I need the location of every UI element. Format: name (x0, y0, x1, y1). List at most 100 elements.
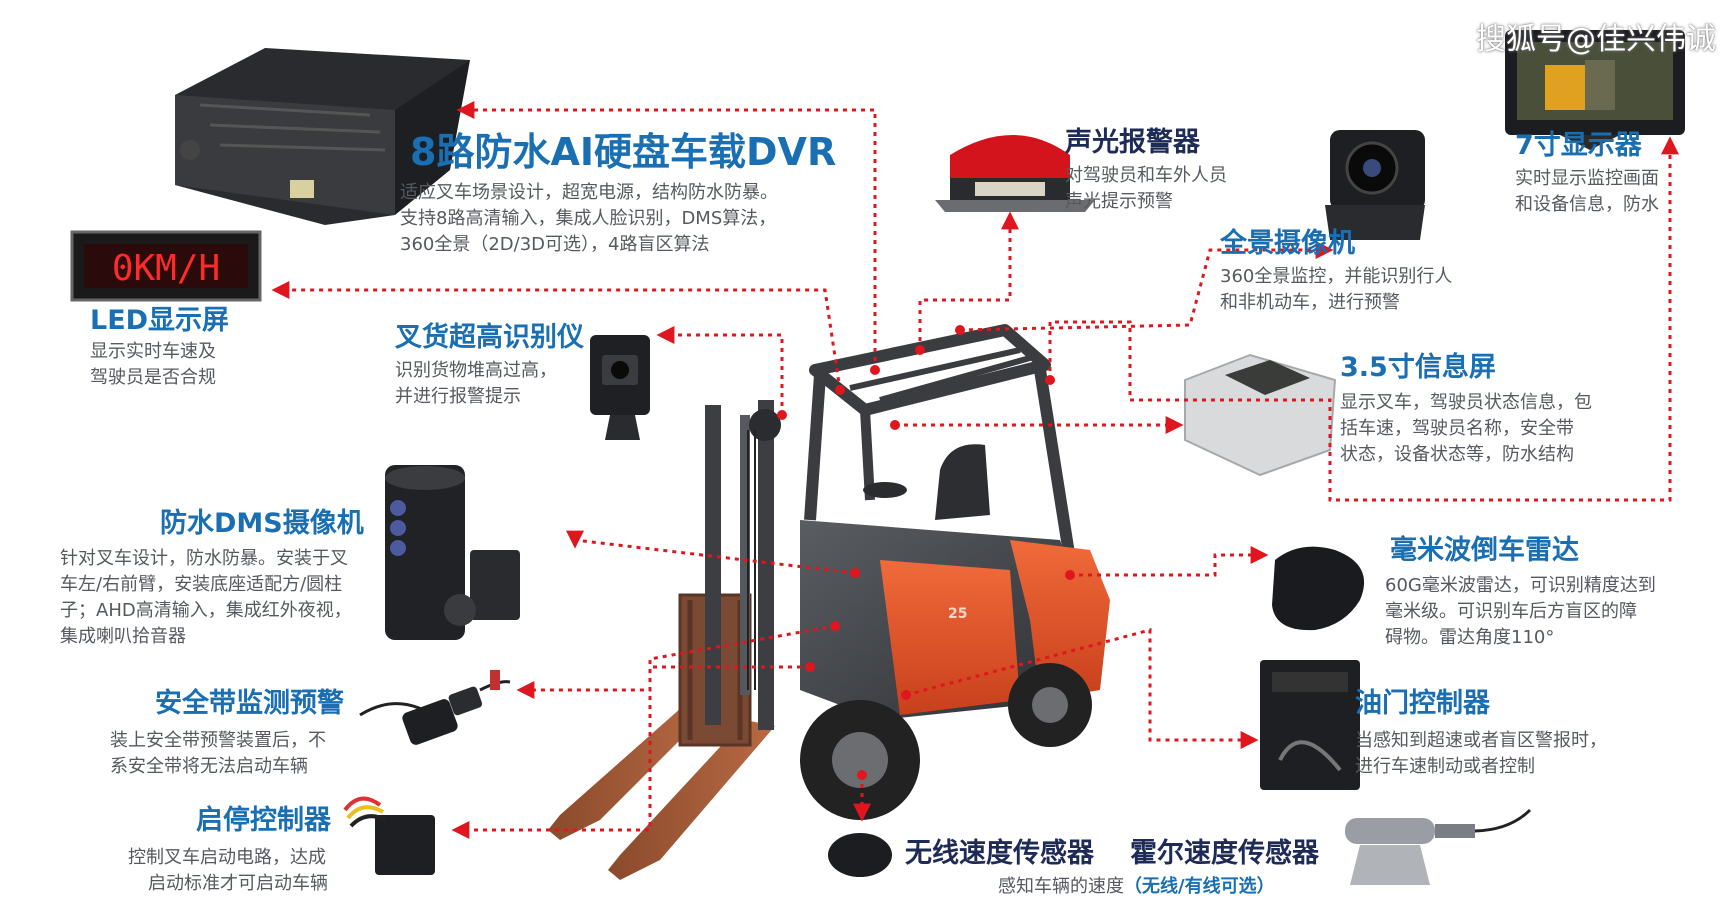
dvr-desc-line: 360全景（2D/3D可选），4路盲区算法 (400, 234, 710, 255)
screen-35-icon (1184, 353, 1337, 477)
height-title: 叉货超高识别仪 (395, 322, 584, 353)
led-desc-line: 驾驶员是否合规 (90, 367, 216, 388)
radar-title: 毫米波倒车雷达 (1390, 535, 1579, 566)
label-wireless: 无线速度传感器 (905, 838, 1094, 870)
hall-desc: 感知车辆的速度（无线/有线可选） (998, 874, 1275, 900)
screen35-desc-line: 括车速，驾驶员名称，安全带 (1340, 418, 1574, 439)
label-monitor7: 7寸显示器 实时显示监控画面 和设备信息，防水 (1515, 130, 1659, 218)
startstop-desc-line: 启动标准才可启动车辆 (148, 873, 328, 894)
panorama-camera-icon (1325, 130, 1425, 240)
connector-throttle (905, 628, 1259, 749)
screen35-desc-line: 状态，设备状态等，防水结构 (1340, 444, 1574, 465)
connector-led (271, 281, 842, 391)
label-height: 叉货超高识别仪 识别货物堆高过高， 并进行报警提示 (395, 322, 584, 410)
label-dvr: 8路防水AI硬盘车载DVR 适应叉车场景设计，超宽电源，结构防水防暴。 支持8路… (400, 130, 837, 258)
alarm-desc-line: 声光提示预警 (1065, 191, 1173, 212)
label-dms: 防水DMS摄像机 针对叉车设计，防水防暴。安装于叉 车左/右前臂，安装底座适配方… (60, 508, 364, 650)
wireless-title: 无线速度传感器 (905, 838, 1094, 869)
monitor7-desc-line: 和设备信息，防水 (1515, 194, 1659, 215)
seatbelt-desc: 装上安全带预警装置后，不 系安全带将无法启动车辆 (110, 728, 344, 780)
mast-left (705, 405, 721, 725)
dvr-desc: 适应叉车场景设计，超宽电源，结构防水防暴。 支持8路高清输入，集成人脸识别，DM… (400, 180, 836, 258)
counterweight (1010, 540, 1110, 700)
connector-dms (566, 530, 856, 575)
led-display-icon: 0KM/H (70, 230, 262, 302)
startstop-desc-line: 控制叉车启动电路，达成 (128, 847, 326, 868)
led-title: LED显示屏 (90, 305, 230, 336)
throttle-desc-line: 进行车速制动或者控制 (1355, 756, 1535, 777)
fork-left (548, 700, 715, 840)
seatbelt-desc-line: 装上安全带预警装置后，不 (110, 730, 326, 751)
start-stop-controller-icon (343, 796, 435, 875)
alarm-icon (935, 135, 1095, 212)
connector-lines (271, 101, 1679, 839)
forklift: 25 (548, 324, 1110, 880)
hall-desc-text: 感知车辆的速度 (998, 876, 1124, 897)
label-radar: 毫米波倒车雷达 60G毫米波雷达，可识别精度达到 毫米级。可识别车后方盲区的障 … (1385, 535, 1656, 651)
screen35-title: 3.5寸信息屏 (1340, 352, 1496, 383)
seat (935, 444, 990, 520)
seatbelt-desc-line: 系安全带将无法启动车辆 (110, 756, 308, 777)
label-screen35: 3.5寸信息屏 显示叉车，驾驶员状态信息，包 括车速，驾驶员名称，安全带 状态，… (1340, 352, 1592, 468)
led-readout: 0KM/H (112, 248, 220, 289)
dms-desc-line: 车左/右前臂，安装底座适配方/圆柱 (60, 574, 343, 595)
alarm-desc-line: 对驾驶员和车外人员 (1065, 165, 1227, 186)
label-seatbelt: 安全带监测预警 装上安全带预警装置后，不 系安全带将无法启动车辆 (110, 688, 344, 780)
wireless-sensor-icon (828, 833, 892, 877)
radar-desc-line: 碍物。雷达角度110° (1385, 627, 1555, 648)
height-desc-line: 识别货物堆高过高， (395, 360, 557, 381)
dvr-desc-line: 支持8路高清输入，集成人脸识别，DMS算法， (400, 208, 777, 229)
fork-right (608, 720, 775, 880)
mast-right (758, 400, 774, 730)
label-alarm: 声光报警器 对驾驶员和车外人员 声光提示预警 (1065, 127, 1227, 215)
height-sensor-icon (590, 335, 650, 440)
dms-desc-line: 针对叉车设计，防水防暴。安装于叉 (60, 548, 348, 569)
connector-monitor (1048, 136, 1679, 502)
startstop-desc: 控制叉车启动电路，达成 启动标准才可启动车辆 (128, 845, 331, 897)
panorama-desc-line: 和非机动车，进行预警 (1220, 292, 1400, 313)
dvr-desc-line: 适应叉车场景设计，超宽电源，结构防水防暴。 (400, 182, 778, 203)
watermark: 搜狐号@佳兴伟诚 (1476, 22, 1716, 57)
label-startstop: 启停控制器 控制叉车启动电路，达成 启动标准才可启动车辆 (128, 805, 331, 897)
svg-text:25: 25 (948, 606, 967, 622)
throttle-desc: 当感知到超速或者盲区警报时， 进行车速制动或者控制 (1355, 728, 1607, 780)
throttle-desc-line: 当感知到超速或者盲区警报时， (1355, 730, 1607, 751)
alarm-title: 声光报警器 (1065, 127, 1200, 158)
dms-desc-line: 集成喇叭拾音器 (60, 626, 186, 647)
hall-sensor-icon (1345, 808, 1532, 885)
throttle-title: 油门控制器 (1355, 688, 1490, 719)
dms-desc: 针对叉车设计，防水防暴。安装于叉 车左/右前臂，安装底座适配方/圆柱 子；AHD… (60, 546, 364, 650)
panorama-desc-line: 360全景监控，并能识别行人 (1220, 266, 1453, 287)
dms-title: 防水DMS摄像机 (160, 508, 364, 539)
panorama-desc: 360全景监控，并能识别行人 和非机动车，进行预警 (1220, 264, 1452, 316)
led-desc-line: 显示实时车速及 (90, 341, 216, 362)
radar-desc-line: 毫米级。可识别车后方盲区的障 (1385, 601, 1637, 622)
label-panorama: 全景摄像机 360全景监控，并能识别行人 和非机动车，进行预警 (1220, 228, 1452, 316)
screen35-desc: 显示叉车，驾驶员状态信息，包 括车速，驾驶员名称，安全带 状态，设备状态等，防水… (1340, 390, 1592, 468)
monitor7-desc-line: 实时显示监控画面 (1515, 168, 1659, 189)
monitor7-desc: 实时显示监控画面 和设备信息，防水 (1515, 166, 1659, 218)
panorama-title: 全景摄像机 (1220, 228, 1355, 259)
radar-icon (1272, 546, 1365, 631)
dms-camera-icon (385, 465, 520, 640)
startstop-title: 启停控制器 (196, 805, 331, 836)
connector-seatbelt (516, 624, 836, 699)
dms-desc-line: 子；AHD高清输入，集成红外夜视， (60, 600, 352, 621)
connector-radar (1070, 546, 1269, 577)
throttle-controller-icon (1260, 660, 1360, 790)
screen35-desc-line: 显示叉车，驾驶员状态信息，包 (1340, 392, 1592, 413)
led-desc: 显示实时车速及 驾驶员是否合规 (90, 339, 229, 391)
dvr-title: 8路防水AI硬盘车载DVR (410, 130, 837, 174)
alarm-desc: 对驾驶员和车外人员 声光提示预警 (1065, 163, 1227, 215)
hall-desc-extra: （无线/有线可选） (1124, 876, 1275, 897)
connector-nodes (777, 325, 1075, 780)
monitor-7-icon (1505, 30, 1685, 150)
radar-desc: 60G毫米波雷达，可识别精度达到 毫米级。可识别车后方盲区的障 碍物。雷达角度1… (1385, 573, 1656, 651)
hall-title: 霍尔速度传感器 (1130, 838, 1319, 869)
monitor7-title: 7寸显示器 (1515, 130, 1642, 161)
seatbelt-sensor-icon (359, 670, 511, 745)
label-throttle: 油门控制器 当感知到超速或者盲区警报时， 进行车速制动或者控制 (1355, 688, 1607, 780)
label-led: LED显示屏 显示实时车速及 驾驶员是否合规 (90, 305, 229, 391)
